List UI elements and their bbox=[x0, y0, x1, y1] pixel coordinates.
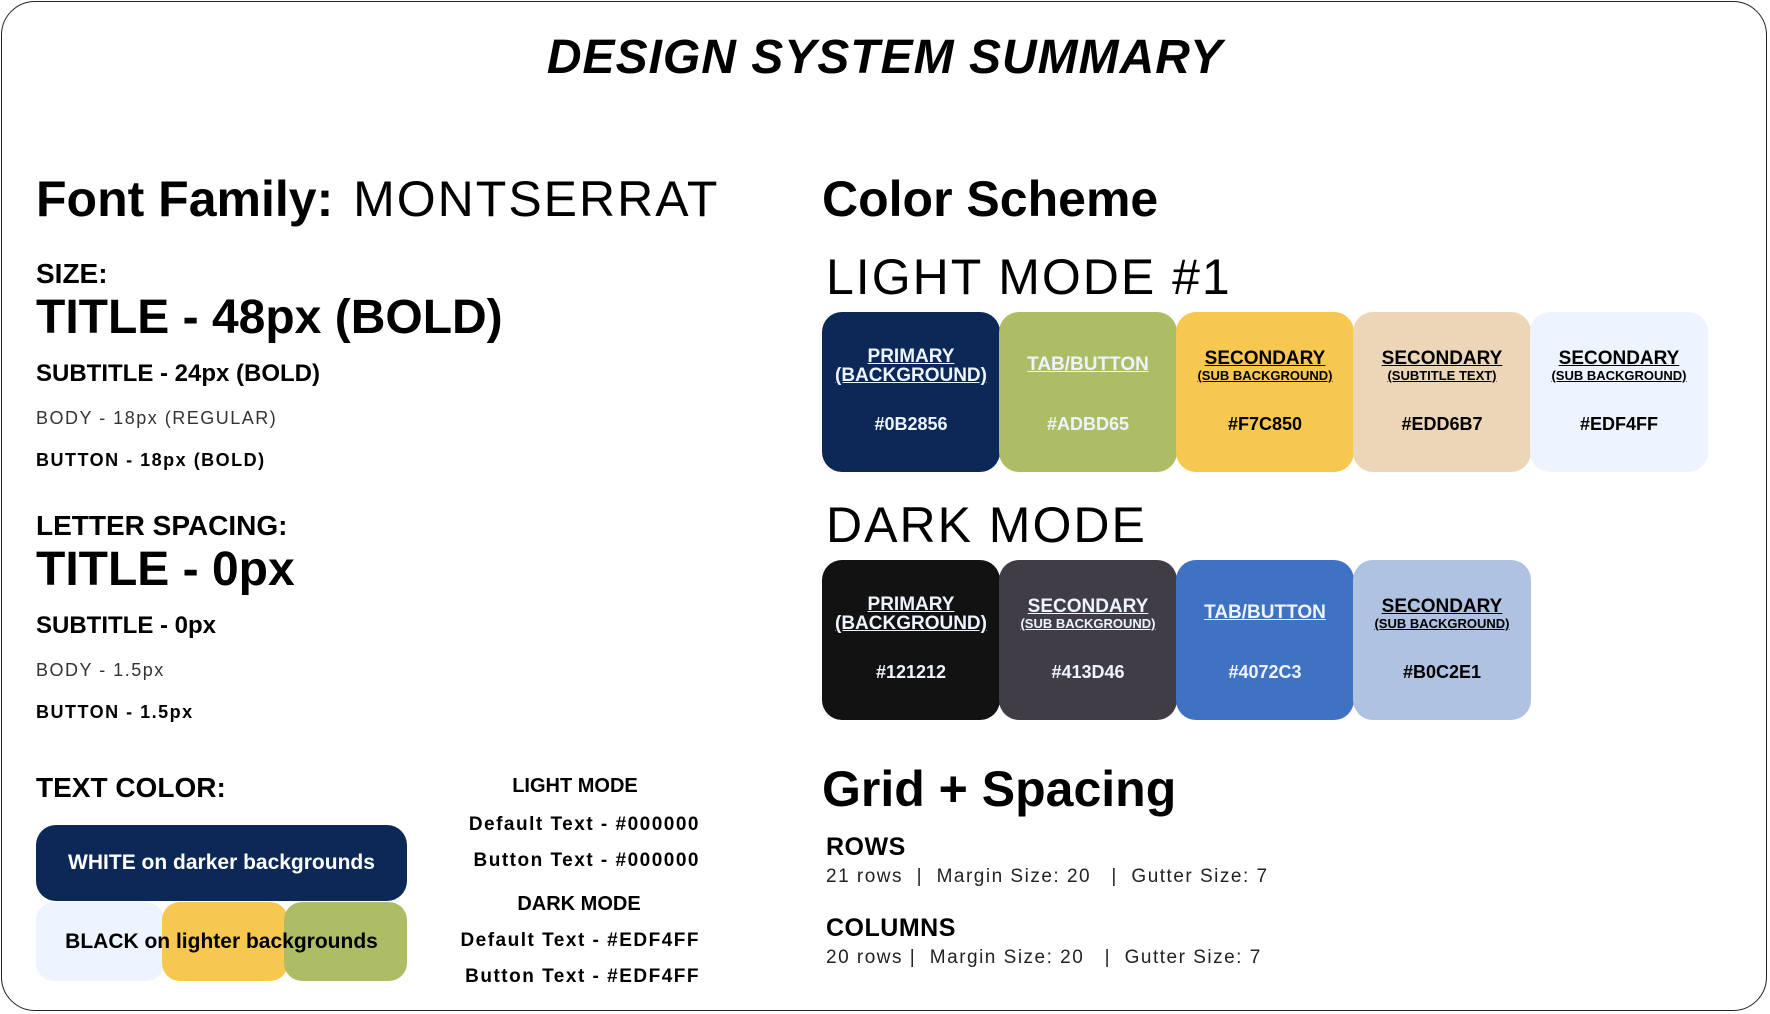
letter-spacing-label: LETTER SPACING: bbox=[36, 510, 288, 541]
swatch-name: SECONDARY bbox=[1204, 348, 1326, 369]
dark-swatch-secondary-sub-bg: SECONDARY (SUB BACKGROUND) #413D46 bbox=[999, 560, 1177, 720]
swatch-sub: (SUBTITLE TEXT) bbox=[1387, 368, 1497, 383]
swatch-name: SECONDARY bbox=[1381, 348, 1503, 369]
swatch-hex: #ADBD65 bbox=[1046, 414, 1130, 434]
light-swatch-secondary-subtitle: SECONDARY (SUBTITLE TEXT) #EDD6B7 bbox=[1353, 312, 1531, 472]
dark-button-text: Button Text - #EDF4FF bbox=[465, 966, 700, 987]
swatch-name: TAB/BUTTON bbox=[1027, 354, 1149, 375]
swatch-hex: #B0C2E1 bbox=[1402, 662, 1482, 682]
columns-label: COLUMNS bbox=[826, 914, 956, 942]
dark-mode-heading: DARK MODE bbox=[826, 497, 1147, 553]
spacing-subtitle: SUBTITLE - 0px bbox=[36, 612, 217, 639]
swatch-sub: (BACKGROUND) bbox=[835, 613, 987, 634]
swatch-sub: (SUB BACKGROUND) bbox=[1374, 616, 1510, 631]
black-text-sample: BLACK on lighter backgrounds bbox=[36, 902, 407, 981]
swatch-name: SECONDARY bbox=[1381, 596, 1503, 617]
swatch-hex: #121212 bbox=[875, 662, 947, 682]
swatch-hex: #EDF4FF bbox=[1579, 414, 1658, 434]
swatch-name: TAB/BUTTON bbox=[1204, 602, 1326, 623]
swatch-name: SECONDARY bbox=[1027, 596, 1149, 617]
black-text-note: BLACK on lighter backgrounds bbox=[65, 929, 378, 953]
swatch-hex: #4072C3 bbox=[1228, 662, 1302, 682]
swatch-hex: #0B2856 bbox=[874, 414, 948, 434]
light-default-text: Default Text - #000000 bbox=[468, 814, 700, 835]
swatch-sub: (SUB BACKGROUND) bbox=[1551, 368, 1687, 383]
light-mode-text-heading: LIGHT MODE bbox=[512, 775, 638, 797]
size-label: SIZE: bbox=[36, 258, 108, 289]
white-text-sample: WHITE on darker backgrounds bbox=[36, 825, 407, 901]
light-swatch-secondary-sub-bg-2: SECONDARY (SUB BACKGROUND) #EDF4FF bbox=[1530, 312, 1708, 472]
size-subtitle: SUBTITLE - 24px (BOLD) bbox=[36, 360, 321, 387]
font-family-heading: Font Family: MONTSERRAT bbox=[36, 170, 719, 228]
light-swatch-primary: PRIMARY (BACKGROUND) #0B2856 bbox=[822, 312, 1000, 472]
size-button: BUTTON - 18px (BOLD) bbox=[36, 450, 266, 470]
swatch-name: PRIMARY bbox=[867, 346, 955, 367]
rows-label: ROWS bbox=[826, 833, 906, 861]
dark-swatch-primary: PRIMARY (BACKGROUND) #121212 bbox=[822, 560, 1000, 720]
swatch-sub: (SUB BACKGROUND) bbox=[1020, 616, 1156, 631]
light-swatch-tab-button: TAB/BUTTON #ADBD65 bbox=[999, 312, 1177, 472]
spacing-body: BODY - 1.5px bbox=[36, 660, 165, 680]
green-bg-swatch bbox=[284, 902, 407, 981]
page-title: DESIGN SYSTEM SUMMARY bbox=[546, 31, 1224, 84]
spacing-title: TITLE - 0px bbox=[36, 543, 295, 596]
dark-default-text: Default Text - #EDF4FF bbox=[460, 930, 700, 951]
spacing-button: BUTTON - 1.5px bbox=[36, 702, 194, 722]
columns-value: 20 rows | Margin Size: 20 | Gutter Size:… bbox=[826, 947, 1262, 968]
swatch-hex: #F7C850 bbox=[1227, 414, 1303, 434]
grid-spacing-heading: Grid + Spacing bbox=[822, 761, 1177, 817]
swatch-sub: (SUB BACKGROUND) bbox=[1197, 368, 1333, 383]
text-color-label: TEXT COLOR: bbox=[36, 772, 226, 803]
dark-swatch-secondary-sub-bg-2: SECONDARY (SUB BACKGROUND) #B0C2E1 bbox=[1353, 560, 1531, 720]
light-swatch-secondary-sub-bg: SECONDARY (SUB BACKGROUND) #F7C850 bbox=[1176, 312, 1354, 472]
swatch-sub: (BACKGROUND) bbox=[835, 365, 987, 386]
color-scheme-heading: Color Scheme bbox=[822, 171, 1159, 227]
swatch-hex: #413D46 bbox=[1051, 662, 1125, 682]
dark-swatch-tab-button: TAB/BUTTON #4072C3 bbox=[1176, 560, 1354, 720]
swatch-hex: #EDD6B7 bbox=[1401, 414, 1483, 434]
light-swatches: PRIMARY (BACKGROUND) #0B2856 TAB/BUTTON … bbox=[822, 312, 1708, 472]
dark-mode-text-heading: DARK MODE bbox=[517, 893, 641, 915]
dark-swatches: PRIMARY (BACKGROUND) #121212 SECONDARY (… bbox=[822, 560, 1708, 720]
rows-value: 21 rows | Margin Size: 20 | Gutter Size:… bbox=[826, 866, 1269, 887]
size-body: BODY - 18px (REGULAR) bbox=[36, 408, 278, 428]
yellow-bg-swatch bbox=[162, 902, 288, 981]
font-family-label: Font Family: bbox=[36, 171, 334, 227]
light-bg-swatch bbox=[36, 902, 164, 981]
light-mode-heading: LIGHT MODE #1 bbox=[826, 249, 1232, 305]
light-button-text: Button Text - #000000 bbox=[473, 850, 700, 871]
swatch-name: PRIMARY bbox=[867, 594, 955, 615]
size-title: TITLE - 48px (BOLD) bbox=[36, 291, 503, 344]
font-family-value: MONTSERRAT bbox=[353, 171, 720, 227]
swatch-name: SECONDARY bbox=[1558, 348, 1680, 369]
